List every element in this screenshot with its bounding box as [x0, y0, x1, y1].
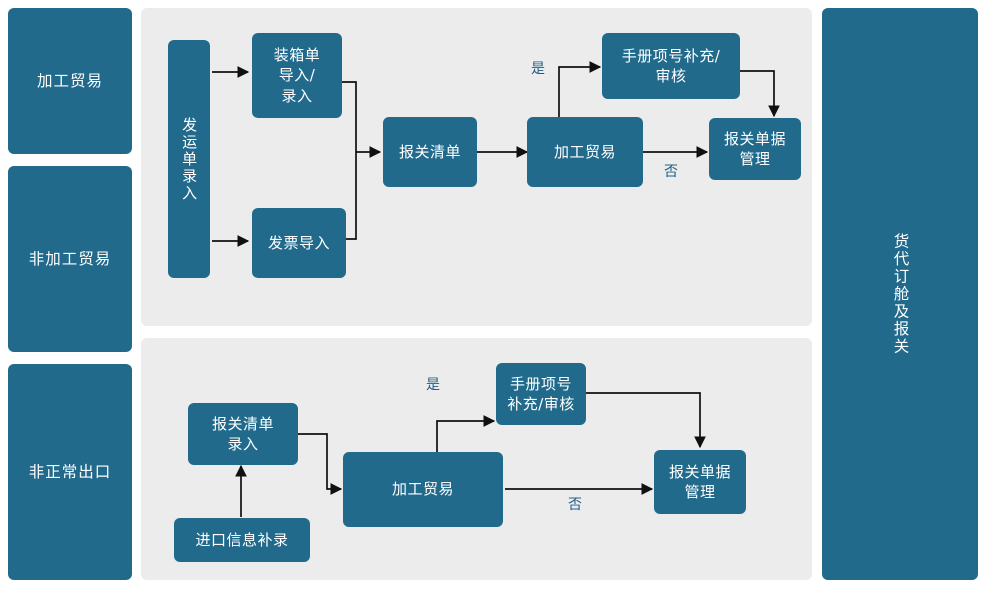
- node-processing-trade-top[interactable]: 加工贸易: [527, 117, 643, 187]
- sidebar-item-abnormal-export[interactable]: 非正常出口: [8, 364, 132, 580]
- node-invoice-import[interactable]: 发票导入: [252, 208, 346, 278]
- node-label: 装箱单 导入/ 录入: [273, 46, 321, 105]
- node-customs-doc-mgmt-bottom[interactable]: 报关单据 管理: [654, 450, 746, 514]
- node-label: 发票导入: [267, 233, 330, 252]
- sidebar-item-label: 加工贸易: [36, 71, 103, 90]
- decision-label-yes-top: 是: [531, 61, 546, 77]
- node-manual-item-no-top[interactable]: 手册项号补充/ 审核: [602, 33, 740, 99]
- node-label: 报关清单: [398, 142, 461, 161]
- node-customs-list-entry[interactable]: 报关清单 录入: [188, 403, 298, 465]
- node-label: 加工贸易: [553, 142, 616, 161]
- decision-label-yes-bottom: 是: [426, 377, 441, 393]
- node-label: 报关单据 管理: [723, 129, 786, 168]
- node-label: 报关清单 录入: [211, 414, 274, 453]
- node-manual-item-no-bottom[interactable]: 手册项号 补充/审核: [496, 363, 586, 425]
- decision-label-no-top: 否: [664, 164, 679, 180]
- node-label: 发运单录入: [180, 116, 199, 202]
- sidebar-item-processing-trade[interactable]: 加工贸易: [8, 8, 132, 154]
- node-import-info-supplement[interactable]: 进口信息补录: [174, 518, 310, 562]
- sidebar-right-label: 货代订舱及报关: [891, 232, 910, 356]
- node-shipment-entry[interactable]: 发运单录入: [168, 40, 210, 278]
- sidebar-right-forwarding-booking-customs[interactable]: 货代订舱及报关: [822, 8, 978, 580]
- node-label: 手册项号 补充/审核: [507, 374, 575, 413]
- sidebar-item-non-processing-trade[interactable]: 非加工贸易: [8, 166, 132, 352]
- node-label: 报关单据 管理: [668, 462, 731, 501]
- node-customs-doc-mgmt-top[interactable]: 报关单据 管理: [709, 118, 801, 180]
- node-label: 加工贸易: [391, 480, 454, 499]
- sidebar-item-label: 非正常出口: [28, 462, 112, 481]
- node-customs-list[interactable]: 报关清单: [383, 117, 477, 187]
- node-processing-trade-bottom[interactable]: 加工贸易: [343, 452, 503, 527]
- sidebar-item-label: 非加工贸易: [28, 249, 112, 268]
- node-label: 手册项号补充/ 审核: [621, 46, 721, 85]
- decision-label-no-bottom: 否: [568, 497, 583, 513]
- node-packing-list-import[interactable]: 装箱单 导入/ 录入: [252, 33, 342, 118]
- node-label: 进口信息补录: [195, 530, 289, 549]
